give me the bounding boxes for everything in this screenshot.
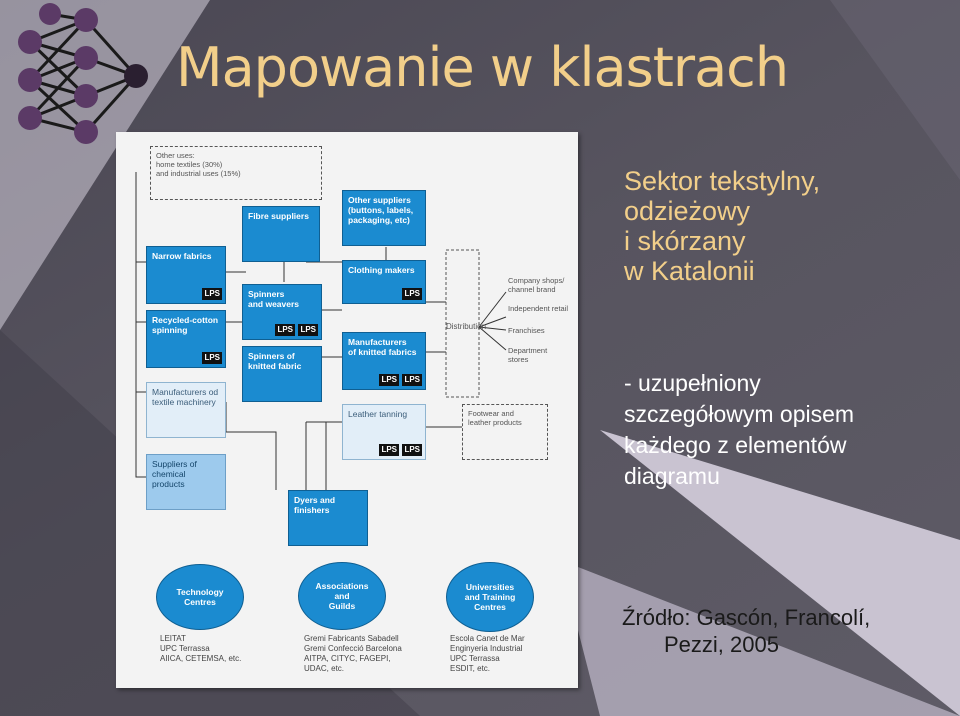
chemical-suppliers-box: Suppliers of chemical products bbox=[146, 454, 226, 510]
cluster-diagram: Other uses: home textiles (30%) and indu… bbox=[116, 132, 578, 688]
leather-tanning-box: Leather tanning LPS LPS bbox=[342, 404, 426, 460]
footwear-box: Footwear and leather products bbox=[462, 404, 548, 460]
lps-badge: LPS bbox=[402, 288, 422, 300]
lps-badge: LPS bbox=[275, 324, 295, 336]
channel-franchises: Franchises bbox=[508, 326, 545, 335]
description-text: - uzupełniony szczegółowym opisem każdeg… bbox=[624, 370, 855, 489]
technology-centres-node: Technology Centres bbox=[156, 564, 244, 630]
textile-machinery-box: Manufacturers od textile machinery bbox=[146, 382, 226, 438]
other-suppliers-box: Other suppliers (buttons, labels, packag… bbox=[342, 190, 426, 246]
lps-badge: LPS bbox=[202, 288, 222, 300]
lps-badge: LPS bbox=[202, 352, 222, 364]
source-citation: Źródło: Gascón, Francolí, Pezzi, 2005 bbox=[622, 605, 871, 657]
manufacturers-knitted-box: Manufacturers of knitted fabrics LPS LPS bbox=[342, 332, 426, 390]
lps-badge: LPS bbox=[298, 324, 318, 336]
lps-badge: LPS bbox=[402, 444, 422, 456]
lps-badge: LPS bbox=[379, 444, 399, 456]
spinners-weavers-box: Spinners and weavers LPS LPS bbox=[242, 284, 322, 340]
sector-heading: Sektor tekstylny, odzieżowy i skórzany w… bbox=[624, 166, 821, 286]
other-uses-box: Other uses: home textiles (30%) and indu… bbox=[150, 146, 322, 200]
channel-independent-retail: Independent retail bbox=[508, 304, 569, 313]
spinners-knitted-box: Spinners of knitted fabric bbox=[242, 346, 322, 402]
diagram-connectors bbox=[135, 172, 507, 490]
channel-company-shops: Company shops/channel brand bbox=[508, 276, 565, 294]
dyers-finishers-box: Dyers and finishers bbox=[288, 490, 368, 546]
lps-badge: LPS bbox=[379, 374, 399, 386]
fibre-suppliers-box: Fibre suppliers bbox=[242, 206, 320, 262]
recycled-cotton-box: Recycled-cotton spinning LPS bbox=[146, 310, 226, 368]
lps-badge: LPS bbox=[402, 374, 422, 386]
slide-title: Mapowanie w klastrach bbox=[176, 36, 789, 99]
neural-network-icon bbox=[18, 3, 148, 144]
distribution-label: Distribution bbox=[446, 322, 487, 331]
clothing-makers-box: Clothing makers LPS bbox=[342, 260, 426, 304]
narrow-fabrics-box: Narrow fabrics LPS bbox=[146, 246, 226, 304]
